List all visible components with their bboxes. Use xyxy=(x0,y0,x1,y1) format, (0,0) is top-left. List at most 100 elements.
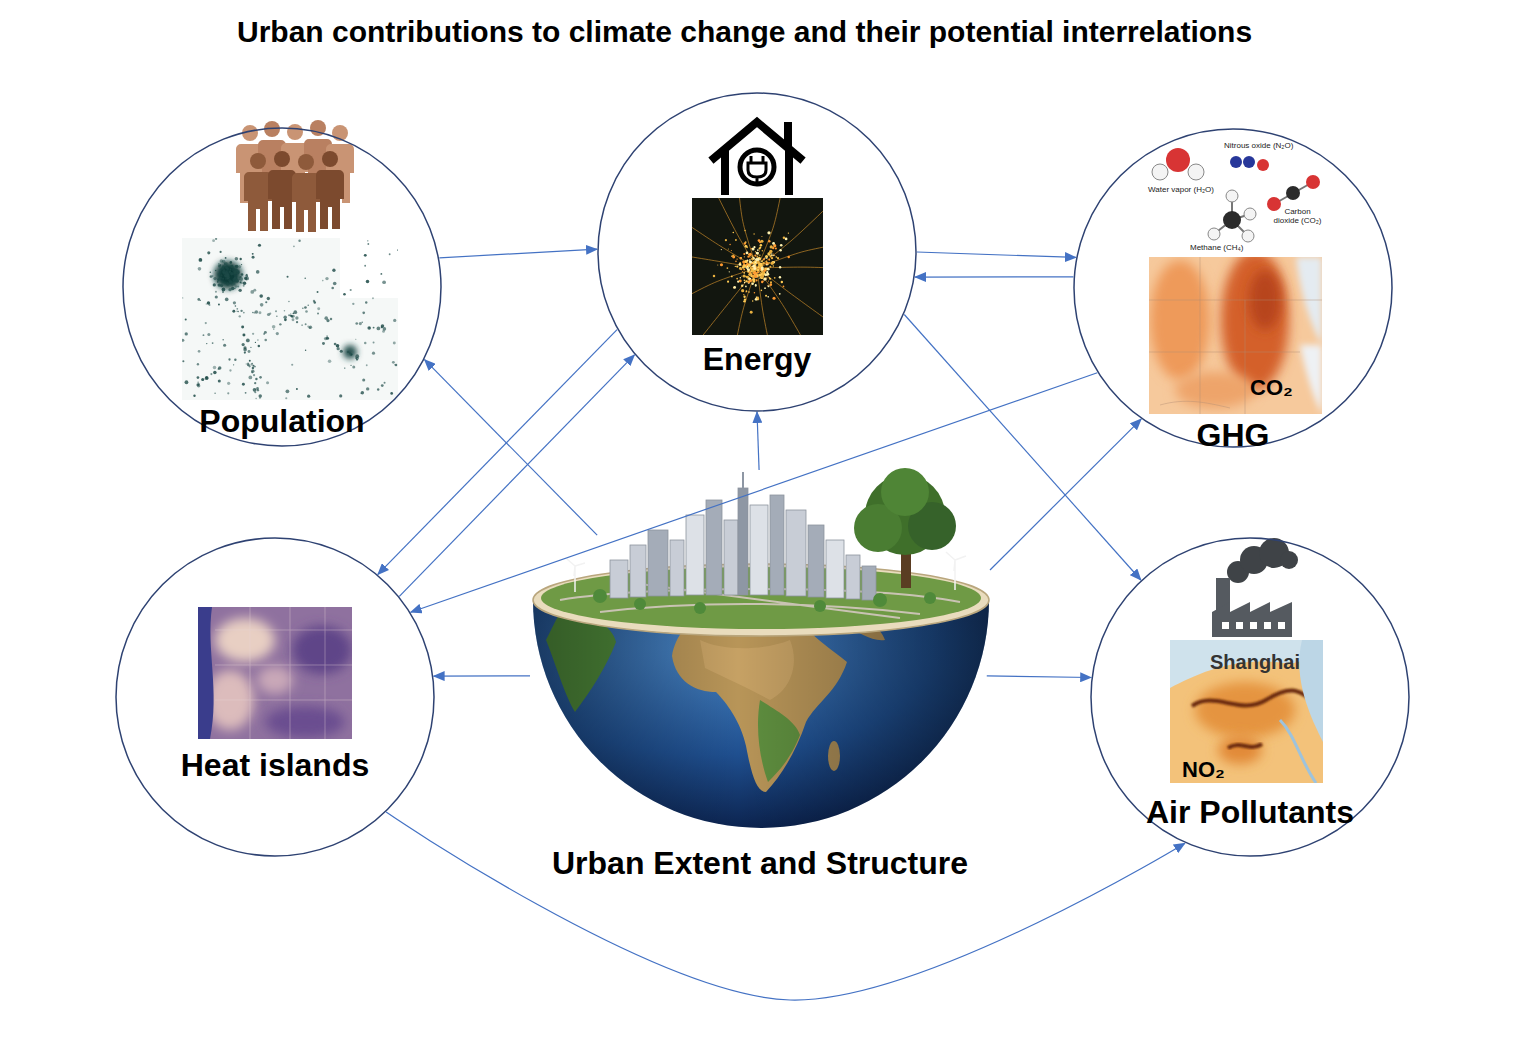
population-dots-part xyxy=(352,365,355,368)
population-dots-part xyxy=(251,369,254,372)
city-lights-part xyxy=(747,256,749,258)
population-dots-part xyxy=(193,395,195,397)
city-lights-part xyxy=(745,286,747,288)
city-lights-part xyxy=(773,265,774,266)
city-lights-part xyxy=(760,275,761,276)
people-icon-part xyxy=(316,151,344,229)
population-dots-part xyxy=(210,373,212,375)
population-dots-part xyxy=(296,321,298,323)
urban-globe-part-part xyxy=(750,505,768,595)
population-dots-part xyxy=(325,277,328,280)
molecule-icons-part xyxy=(1152,164,1168,180)
co2-map xyxy=(1149,257,1322,414)
city-lights-part xyxy=(717,265,718,266)
city-lights-part xyxy=(756,256,758,258)
city-lights-part xyxy=(772,242,775,245)
label-holder: Shanghai xyxy=(1210,651,1300,674)
population-dots-part xyxy=(207,251,210,254)
population-dots-part xyxy=(244,351,246,353)
city-lights-part xyxy=(745,260,748,263)
molecule-icons-part xyxy=(1286,186,1300,200)
population-dots-part xyxy=(240,258,242,260)
city-lights-part xyxy=(760,240,763,243)
city-lights-part xyxy=(743,294,744,295)
city-lights-part xyxy=(754,271,757,274)
population-dots-part xyxy=(185,332,188,335)
population-dots-part xyxy=(373,342,375,344)
no2-map-part xyxy=(1195,682,1295,738)
city-lights-part xyxy=(770,281,772,283)
population-dots-part xyxy=(212,275,213,276)
population-dots-part xyxy=(255,342,256,343)
city-lights-part xyxy=(727,267,729,269)
population-dots-part xyxy=(241,264,242,265)
factory-icon-part xyxy=(1278,622,1285,629)
city-lights-part xyxy=(768,281,769,282)
population-dots-part xyxy=(222,288,226,292)
city-lights-part xyxy=(761,281,763,283)
city-lights-part xyxy=(728,248,729,249)
molecule-icons-part xyxy=(1243,156,1255,168)
city-lights-part xyxy=(754,272,757,275)
city-lights-part xyxy=(739,257,741,259)
population-dots-part xyxy=(394,364,395,365)
city-lights-part xyxy=(761,260,763,262)
population-dots-part xyxy=(305,350,306,351)
city-lights-part xyxy=(739,280,742,283)
node-label: Energy xyxy=(703,341,811,378)
population-dots-part xyxy=(248,376,252,380)
heat-island-image-part xyxy=(292,626,352,674)
population-dots-part xyxy=(253,388,257,392)
population-dots-part xyxy=(365,301,367,303)
urban-globe-part-part xyxy=(648,530,668,596)
population-dots-part xyxy=(259,294,262,297)
urban-globe-part xyxy=(533,560,989,840)
population-dots-part xyxy=(290,315,292,317)
city-lights-part xyxy=(759,247,761,249)
node-label: GHG xyxy=(1197,417,1270,454)
city-lights-part xyxy=(776,256,778,258)
population-dots-part xyxy=(308,305,309,306)
population-dots-part xyxy=(243,285,245,287)
population-map-part xyxy=(343,345,357,359)
population-dots-part xyxy=(269,313,271,315)
city-lights-part xyxy=(727,281,729,283)
arrow-connector xyxy=(399,355,634,596)
population-dots-part xyxy=(228,358,230,360)
population-dots-part xyxy=(235,265,238,268)
population-dots-part xyxy=(235,269,237,271)
population-dots-part xyxy=(235,279,239,283)
urban-globe-part-part xyxy=(808,525,824,597)
molecule-icons xyxy=(1152,148,1320,242)
population-dots-part xyxy=(393,319,396,322)
population-dots-part xyxy=(225,266,228,269)
population-dots-part xyxy=(185,380,189,384)
population-map xyxy=(182,238,398,400)
city-lights-part xyxy=(743,300,745,302)
heat-island-image-part xyxy=(215,607,352,739)
population-dots-part xyxy=(240,281,243,284)
population-dots-part xyxy=(218,304,220,306)
city-lights-part xyxy=(744,280,746,282)
city-lights-part xyxy=(755,251,756,252)
population-dots-part xyxy=(361,321,362,322)
population-dots-part xyxy=(317,312,319,314)
population-dots-part xyxy=(276,332,279,335)
population-dots-part xyxy=(214,392,215,393)
population-dots-part xyxy=(288,314,290,316)
city-lights-part xyxy=(713,275,716,278)
population-dots-part xyxy=(197,363,199,365)
population-dots-part xyxy=(317,307,320,310)
urban-globe-part xyxy=(610,488,876,600)
population-dots-part xyxy=(197,383,200,386)
population-dots-part xyxy=(235,305,237,307)
population-dots-part xyxy=(382,280,386,284)
population-dots-part xyxy=(231,287,235,291)
city-lights-part xyxy=(729,244,730,245)
population-dots-part xyxy=(349,353,352,356)
city-lights-part xyxy=(745,260,748,263)
population-dots-part xyxy=(217,278,220,281)
urban-globe-part-part xyxy=(567,559,585,592)
population-dots-part xyxy=(242,383,245,386)
population-dots-part xyxy=(286,389,290,393)
